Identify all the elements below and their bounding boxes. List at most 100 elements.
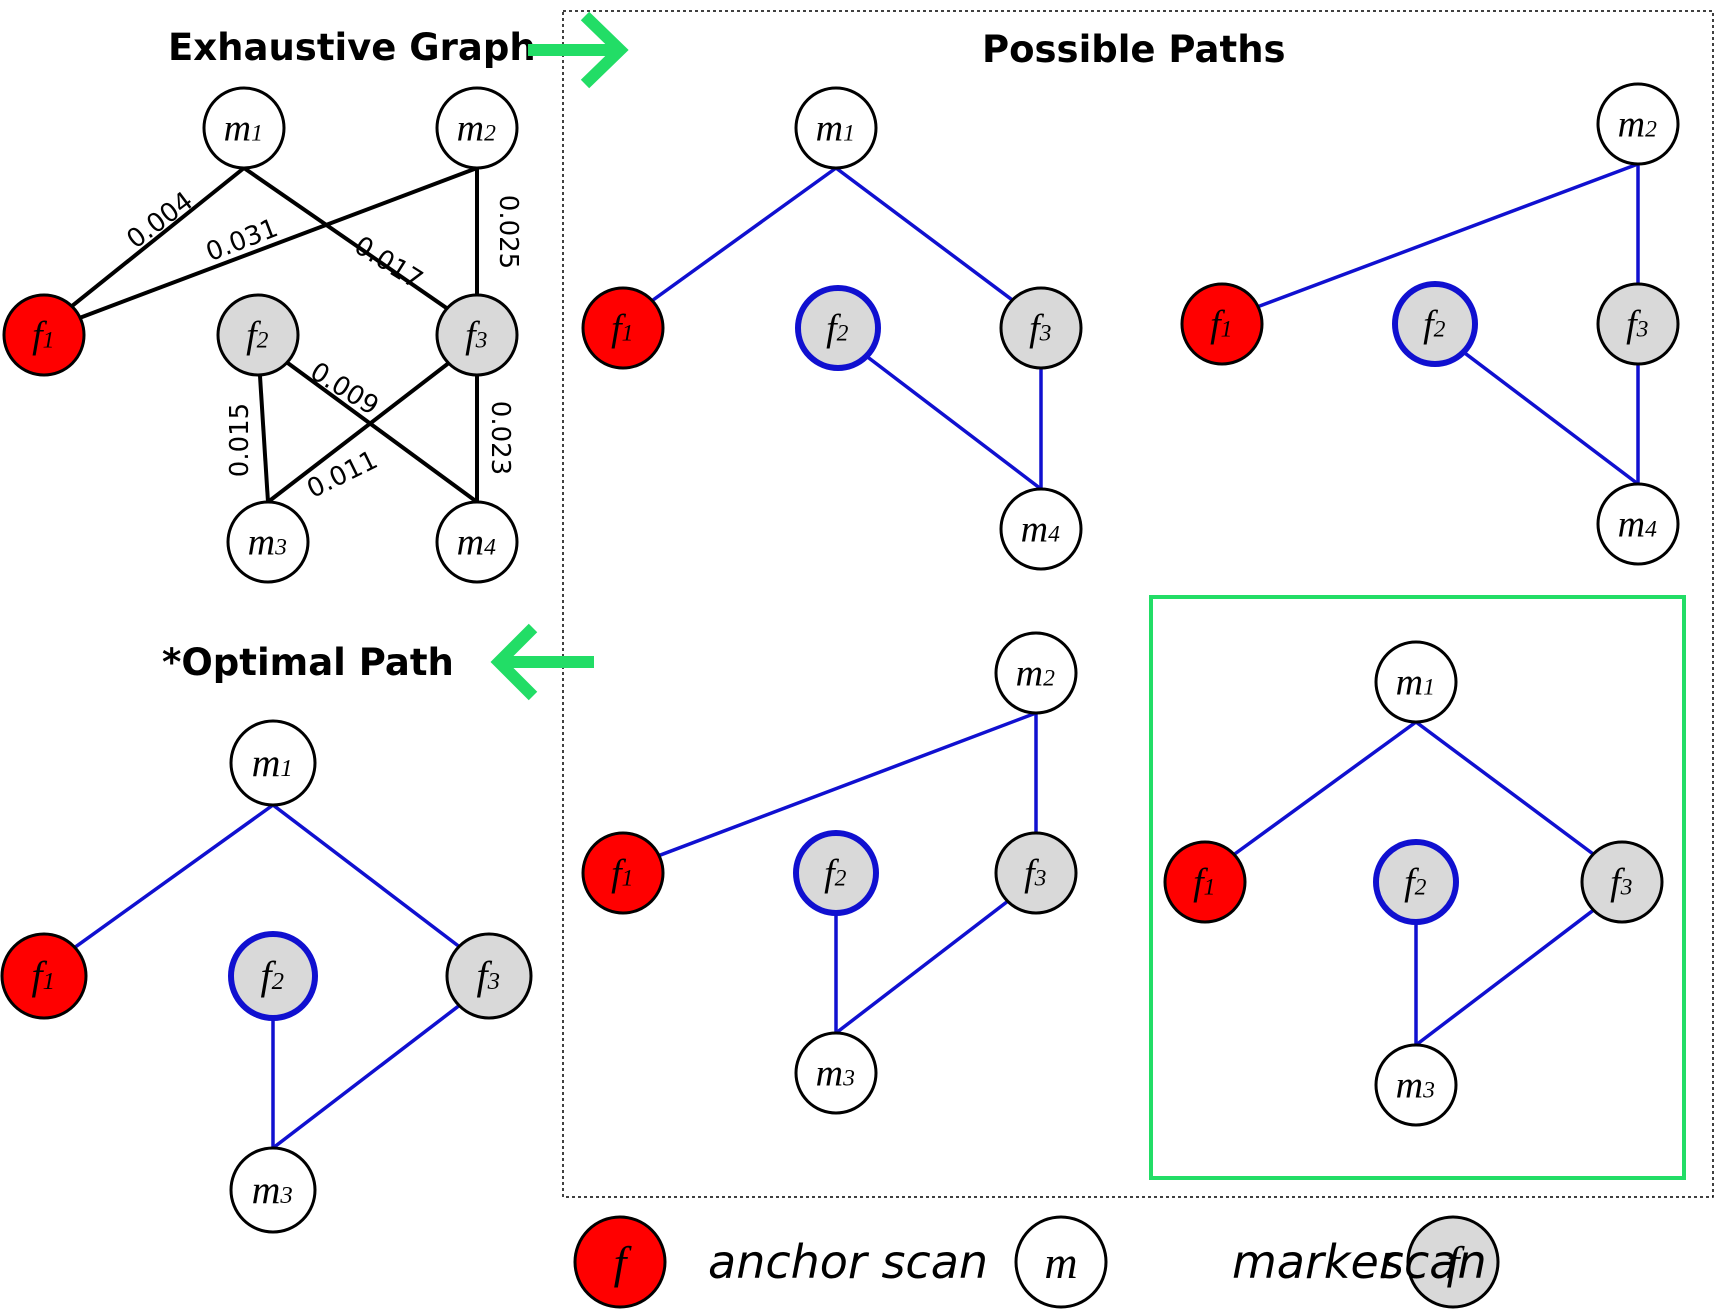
- node-m3-circle: [1374, 1043, 1458, 1127]
- path-edge-f1-m1: [1233, 720, 1418, 856]
- node-m4-label: m4: [1021, 509, 1060, 551]
- node-f3: f3: [999, 286, 1083, 370]
- node-m3-circle: [794, 1031, 878, 1115]
- node-m4-circle: [1596, 482, 1680, 566]
- node-f1-circle: [0, 932, 88, 1020]
- legend-scan-label: scan: [1380, 1235, 1487, 1289]
- node-f3-circle: [1596, 282, 1680, 366]
- node-f2-circle: [216, 293, 300, 377]
- edge-weight-m2-f3: 0.025: [493, 195, 523, 269]
- node-f2: f2: [795, 285, 881, 371]
- node-f1: f1: [1180, 282, 1264, 366]
- path-edge-f1-m2: [1257, 162, 1639, 309]
- node-f1-circle: [1163, 840, 1247, 924]
- path-edge-f2-m4: [865, 354, 1043, 491]
- node-f2-circle: [228, 931, 318, 1021]
- node-m3-label: m3: [1396, 1065, 1435, 1107]
- node-m2-label: m2: [1016, 653, 1055, 695]
- node-m1-label: m1: [1396, 662, 1435, 704]
- edge-weight-f3-m4: 0.023: [485, 401, 515, 475]
- path-edge-f1-m1: [651, 166, 838, 303]
- selected-path-frame: [1149, 595, 1686, 1180]
- node-f3-label: f3: [1024, 853, 1046, 895]
- edge-weight-f2-m3: 0.015: [225, 403, 255, 477]
- arrow-left-icon: [490, 623, 594, 701]
- possible-path-1: m1 f1 f2 f3 m4: [581, 86, 1083, 571]
- edge-weight-f1-m2: 0.031: [202, 213, 282, 268]
- possible-paths-frame: [562, 10, 1714, 1198]
- path-edge-f1-m2: [658, 711, 1037, 858]
- node-m1: m1: [1374, 640, 1458, 724]
- node-f3: f3: [445, 932, 533, 1020]
- node-m3-circle: [226, 500, 310, 584]
- node-m3: m3: [229, 1146, 317, 1234]
- legend-anchor-label: anchor scan: [708, 1235, 988, 1289]
- node-m4-circle: [435, 500, 519, 584]
- node-m2-label: m2: [457, 108, 496, 150]
- node-m1-label: m1: [224, 108, 263, 150]
- node-m3: m3: [226, 500, 310, 584]
- node-f1-circle: [581, 286, 665, 370]
- edge-weight-f1-m1: 0.004: [121, 186, 199, 255]
- node-f2-circle: [1373, 839, 1459, 925]
- optimal-path-graph: m1 f1 f2 f3 m3: [0, 719, 533, 1234]
- node-f1: f1: [581, 831, 665, 915]
- node-m4: m4: [1596, 482, 1680, 566]
- node-m2-label: m2: [1618, 104, 1657, 146]
- optimal-edge-m1-f3: [271, 803, 461, 948]
- edge-f1-m1: [70, 166, 246, 308]
- path-edge-f3-m3: [834, 899, 1009, 1035]
- node-m2-circle: [1596, 82, 1680, 166]
- node-m2: m2: [1596, 82, 1680, 166]
- path-edge-m1-f3: [834, 166, 1014, 302]
- node-f1: f1: [2, 293, 86, 377]
- node-m3-label: m3: [248, 522, 287, 564]
- legend-marker-symbol: [1014, 1215, 1108, 1309]
- path-edge-m1-f3: [1414, 720, 1595, 856]
- node-m2: m2: [435, 86, 519, 170]
- path-edge-f3-m3: [1414, 908, 1595, 1047]
- optimal-edge-f3-m3: [271, 1004, 461, 1150]
- node-f3: f3: [1596, 282, 1680, 366]
- node-m4: m4: [999, 487, 1083, 571]
- node-f1: f1: [581, 286, 665, 370]
- node-m3-circle: [229, 1146, 317, 1234]
- node-m3-label: m3: [816, 1053, 855, 1095]
- edge-f2-m3: [257, 374, 270, 503]
- node-f3: f3: [1580, 840, 1664, 924]
- optimal-path-title: *Optimal Path: [162, 641, 454, 684]
- node-m1-label: m1: [816, 108, 855, 150]
- node-m1: m1: [229, 719, 317, 807]
- node-f3-circle: [435, 293, 519, 377]
- possible-paths-title: Possible Paths: [982, 28, 1286, 71]
- edge-weight-f3-m3: 0.011: [302, 445, 382, 505]
- node-f3-circle: [994, 831, 1078, 915]
- node-f3-circle: [1580, 840, 1664, 924]
- legend-scan-symbol: [1406, 1215, 1500, 1309]
- node-m1-circle: [229, 719, 317, 807]
- node-f1: f1: [0, 932, 88, 1020]
- node-m3-label: m3: [252, 1167, 293, 1212]
- node-m2: m2: [994, 631, 1078, 715]
- path-edge-f2-m4: [1462, 350, 1640, 486]
- node-f1-circle: [1180, 282, 1264, 366]
- edge-f1-m2: [79, 166, 478, 320]
- node-m1: m1: [202, 86, 286, 170]
- node-m4-circle: [999, 487, 1083, 571]
- node-f3: f3: [435, 293, 519, 377]
- node-f2-circle: [1392, 281, 1478, 367]
- node-f2: f2: [228, 931, 318, 1021]
- node-f3-circle: [999, 286, 1083, 370]
- node-m2-circle: [994, 631, 1078, 715]
- node-m3: m3: [1374, 1043, 1458, 1127]
- node-m2-circle: [435, 86, 519, 170]
- edge-f2-m4: [285, 360, 479, 504]
- node-m3: m3: [794, 1031, 878, 1115]
